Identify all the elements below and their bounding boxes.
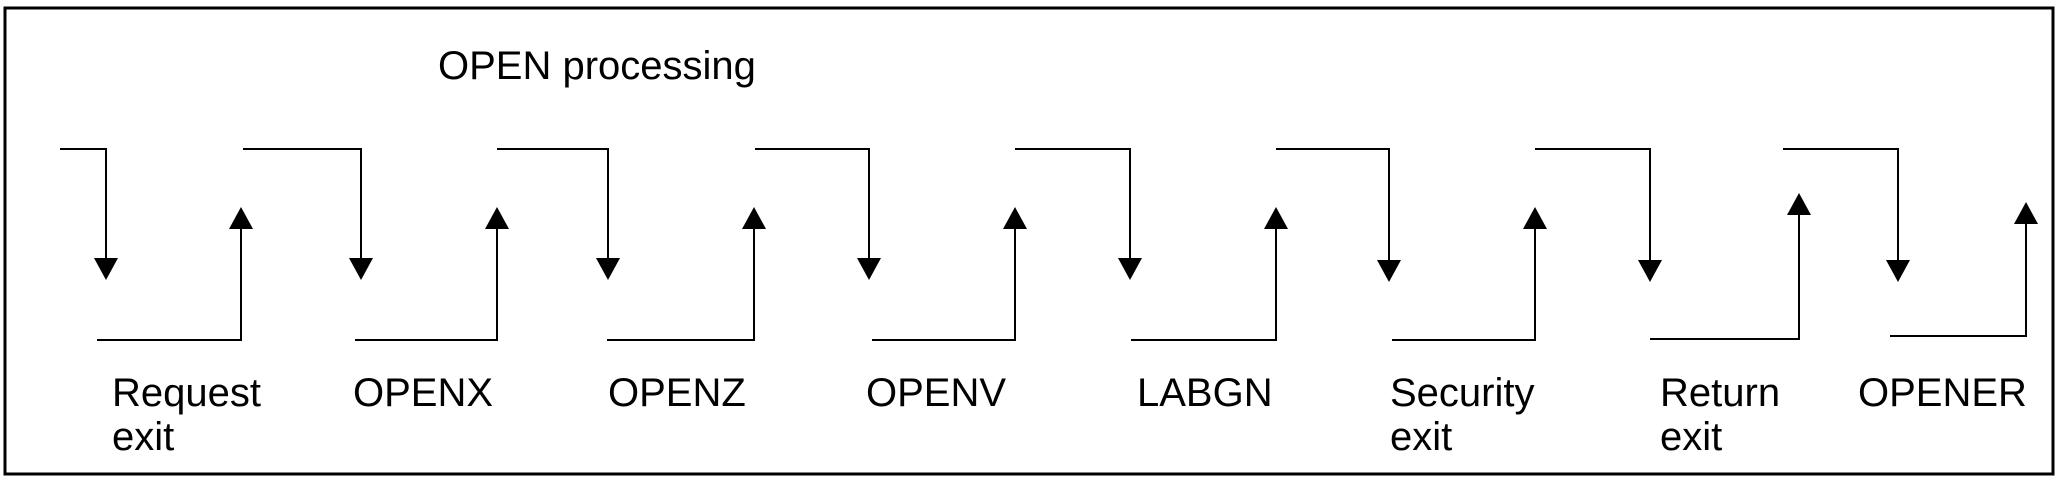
call-arrowhead [857,258,881,280]
call-arrowhead [1377,260,1401,282]
return-arrow-line [607,229,755,341]
return-arrow-line [1650,215,1800,340]
call-arrow-line [1276,148,1390,260]
return-arrow-line [1890,224,2027,337]
stage-label: LABGN [1137,371,1273,415]
stage-label: OPENV [866,371,1006,415]
call-arrowhead [1118,258,1142,280]
call-arrow-line [1783,148,1899,260]
call-arrowhead [1638,260,1662,282]
call-arrowhead [94,258,118,280]
return-arrow-line [355,229,498,341]
diagram-border [3,6,2055,476]
stage-label: OPENZ [608,371,746,415]
call-arrow-line [497,148,609,258]
call-arrowhead [596,258,620,280]
return-arrowhead [1523,207,1547,229]
call-arrow-line [60,148,107,258]
stage-label: OPENER [1858,371,2027,415]
return-arrowhead [2014,202,2038,224]
return-arrowhead [742,207,766,229]
call-arrow-line [1015,148,1131,258]
call-arrowhead [1886,260,1910,282]
diagram-title: OPEN processing [438,44,756,88]
return-arrowhead [1264,207,1288,229]
return-arrowhead [1003,207,1027,229]
return-arrowhead [485,207,509,229]
return-arrowhead [1787,193,1811,215]
return-arrow-line [872,229,1016,341]
call-arrow-line [1535,148,1651,260]
call-arrow-line [755,148,870,258]
call-arrowhead [349,258,373,280]
stage-label: OPENX [353,371,493,415]
call-arrow-line [243,148,362,258]
return-arrow-line [97,229,242,341]
return-arrow-line [1131,229,1277,341]
return-arrowhead [229,207,253,229]
return-arrow-line [1392,229,1536,341]
